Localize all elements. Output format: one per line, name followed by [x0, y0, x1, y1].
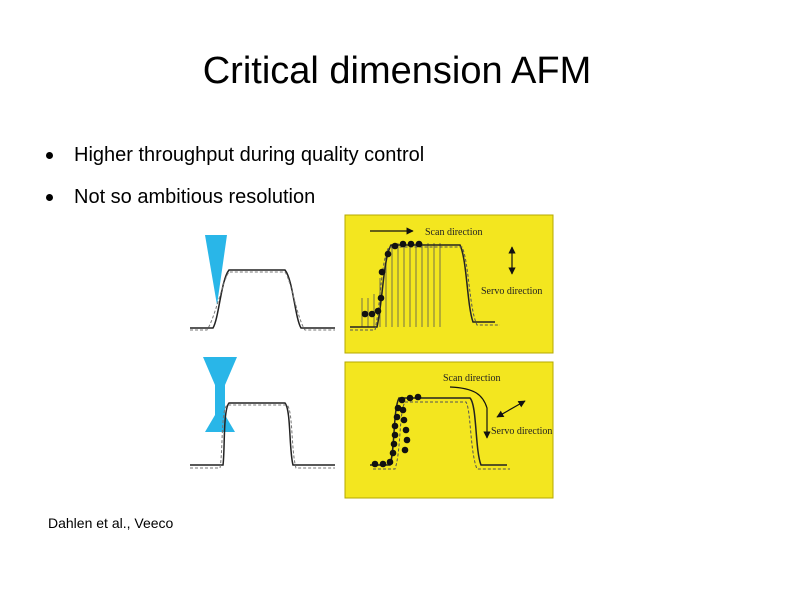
- top-scan-direction-label: Scan direction: [425, 227, 482, 238]
- citation-credit: Dahlen et al., Veeco: [48, 515, 174, 531]
- bullet-text: Not so ambitious resolution: [74, 186, 316, 208]
- top-scan-panel: Scan direction Servo direction: [344, 214, 554, 354]
- top-measured-dots: [361, 240, 423, 318]
- bullet-list: Higher throughput during quality control…: [44, 140, 424, 224]
- afm-diagram: Scan direction Servo direction Scan dire…: [190, 214, 554, 499]
- bottom-scan-panel: Scan direction Servo direction: [344, 361, 554, 499]
- bullet-item: Higher throughput during quality control: [44, 140, 424, 182]
- bottom-measured-dots: [371, 393, 422, 468]
- bullet-text: Higher throughput during quality control: [74, 144, 425, 166]
- slide-title: Critical dimension AFM: [202, 50, 592, 92]
- flared-tip-profile: [190, 357, 335, 469]
- flared-tip-icon: [203, 357, 237, 432]
- top-servo-direction-label: Servo direction: [481, 286, 542, 297]
- conical-tip-icon: [205, 235, 227, 305]
- afm-figure: Scan direction Servo direction Scan dire…: [185, 210, 555, 505]
- bottom-scan-direction-label: Scan direction: [443, 373, 500, 384]
- bottom-servo-direction-label: Servo direction: [491, 426, 552, 437]
- bottom-panel-background: [344, 361, 554, 499]
- bullet-dot-icon: [46, 152, 53, 159]
- bullet-item: Not so ambitious resolution: [44, 182, 424, 224]
- bullet-dot-icon: [46, 194, 53, 201]
- conical-tip-profile: [190, 235, 335, 331]
